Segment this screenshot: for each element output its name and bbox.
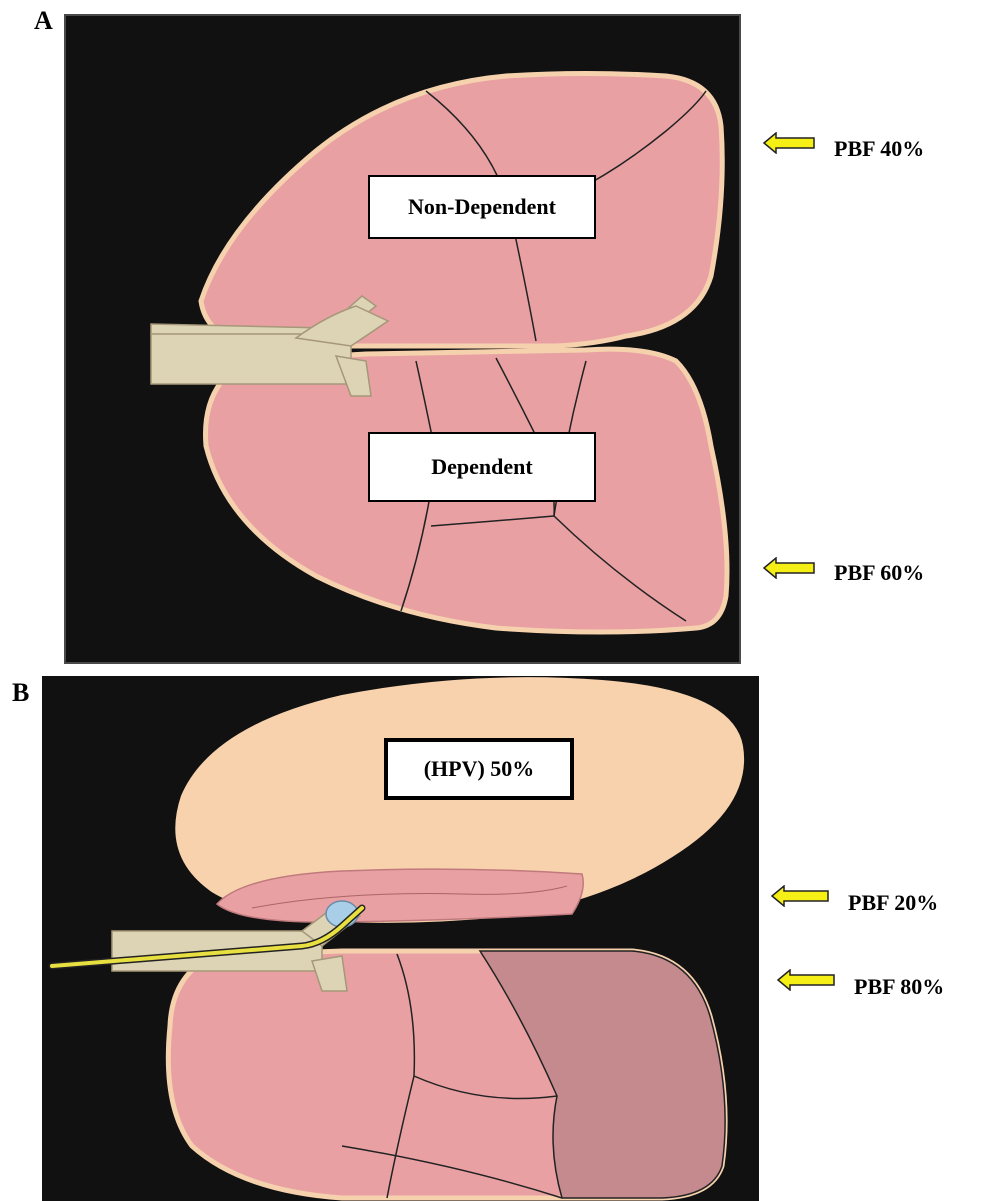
pbf-40-text: PBF 40% xyxy=(834,136,924,162)
non-dependent-label: Non-Dependent xyxy=(368,175,596,239)
panel-b-diagram: (HPV) 50% xyxy=(42,676,759,1201)
pbf-60-text: PBF 60% xyxy=(834,560,924,586)
panel-a-letter: A xyxy=(34,6,53,36)
pbf-upper-b: PBF 20% xyxy=(770,876,938,916)
dependent-label: Dependent xyxy=(368,432,596,502)
panel-a-diagram: Non-Dependent Dependent xyxy=(64,14,741,664)
arrow-left-icon xyxy=(770,885,830,907)
arrow-left-icon xyxy=(762,557,816,579)
panel-b-letter: B xyxy=(12,678,29,708)
hpv-label: (HPV) 50% xyxy=(384,738,574,800)
arrow-left-icon xyxy=(762,132,816,154)
pbf-20-text: PBF 20% xyxy=(848,890,938,916)
lateral-position-lungs xyxy=(66,16,743,666)
pbf-lower-a: PBF 60% xyxy=(762,550,924,586)
arrow-left-icon xyxy=(776,969,836,991)
pbf-80-text: PBF 80% xyxy=(854,974,944,1000)
pbf-upper-a: PBF 40% xyxy=(762,124,924,162)
pbf-lower-b: PBF 80% xyxy=(776,960,944,1000)
